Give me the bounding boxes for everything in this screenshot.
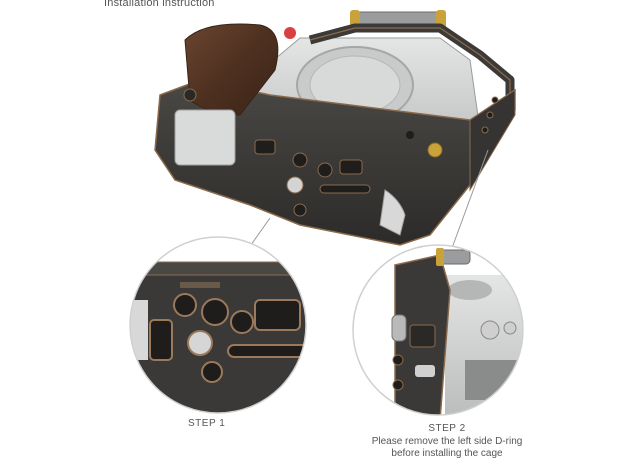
step2-detail-circle [353, 245, 523, 415]
step1-detail-circle [130, 237, 306, 413]
red-button-icon [284, 27, 296, 39]
step2-caption: STEP 2 Please remove the left side D-rin… [342, 423, 552, 460]
step2-label: STEP 2 [428, 423, 466, 434]
step2-description-line2: before installing the cage [391, 448, 503, 459]
step2-description-line1: Please remove the left side D-ring [371, 436, 523, 447]
callout-line-step2 [451, 149, 489, 249]
page-title: Installation instruction [104, 0, 215, 9]
step1-label: STEP 1 [188, 418, 226, 429]
gold-knob-icon [427, 142, 443, 158]
d-ring [391, 314, 407, 342]
main-camera-cage [154, 10, 516, 246]
